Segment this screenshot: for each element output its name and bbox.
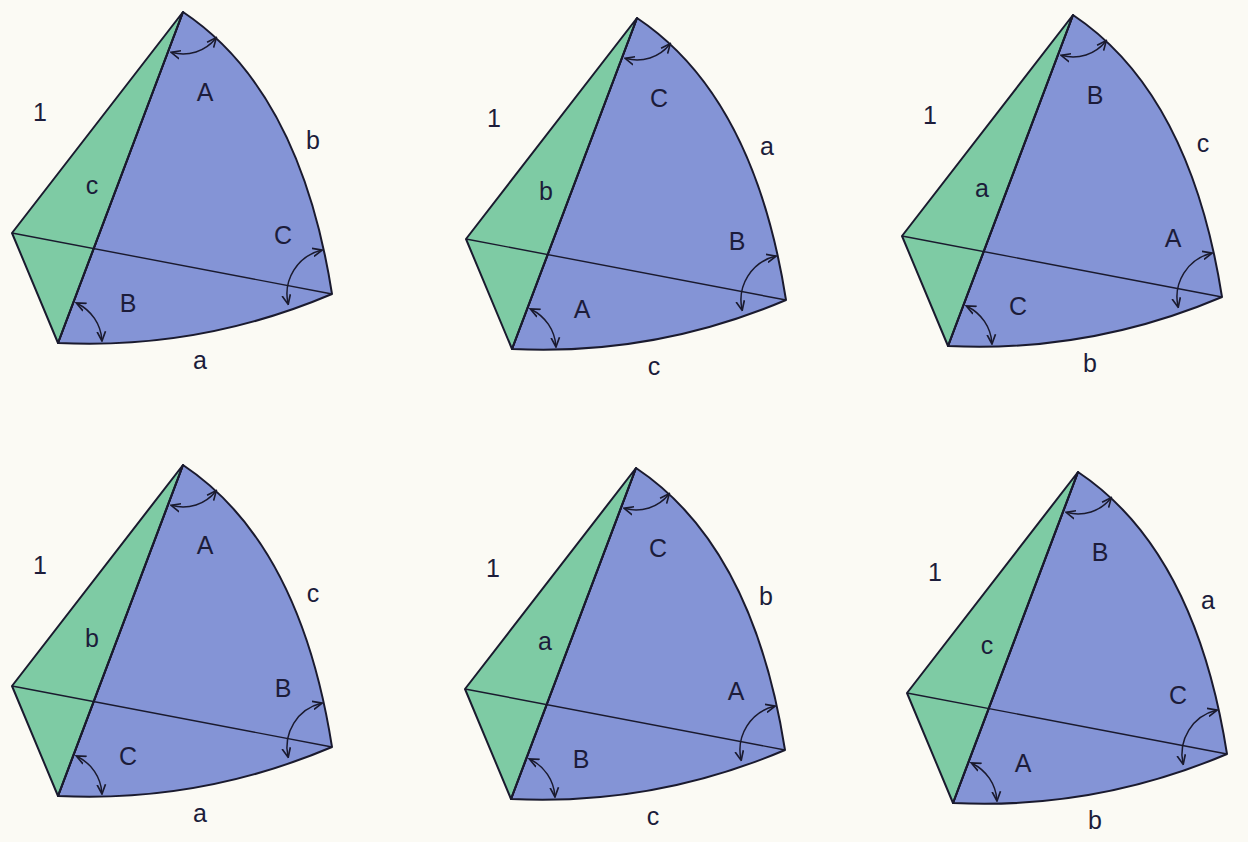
side-label: c <box>1197 131 1210 156</box>
side-label: a <box>1201 588 1215 613</box>
angle-mark <box>967 306 992 342</box>
spherical-triangle-figure <box>902 15 1222 347</box>
angle-mark <box>530 759 555 795</box>
angle-mark <box>741 256 775 309</box>
plane-face <box>907 472 1078 803</box>
angle-mark <box>1067 498 1111 514</box>
side-label: a <box>975 176 989 201</box>
angle-label: B <box>573 747 590 772</box>
side-label: b <box>1083 351 1097 376</box>
angle-mark <box>1177 253 1211 306</box>
edge-line <box>511 468 636 799</box>
angle-label: C <box>119 744 137 769</box>
angle-mark <box>77 756 102 792</box>
side-label: b <box>539 179 553 204</box>
angle-label: B <box>1087 83 1104 108</box>
unit-label: 1 <box>33 553 47 578</box>
side-label: c <box>86 173 99 198</box>
angle-mark <box>531 309 556 345</box>
side-label: a <box>760 134 774 159</box>
side-label: c <box>307 581 320 606</box>
unit-label: 1 <box>487 106 501 131</box>
spherical-triangle-figure <box>12 465 332 797</box>
angle-mark <box>740 706 774 759</box>
angle-mark <box>287 250 321 303</box>
edge-line <box>948 15 1073 346</box>
side-label: a <box>193 801 207 826</box>
angle-mark <box>287 703 321 756</box>
angle-label: A <box>574 297 591 322</box>
spherical-triangle-figure <box>466 18 786 350</box>
angle-mark <box>1062 41 1106 57</box>
angle-label: C <box>1169 683 1187 708</box>
side-label: c <box>647 804 660 829</box>
angle-mark <box>172 491 216 507</box>
angle-label: B <box>729 229 746 254</box>
angle-label: A <box>728 679 745 704</box>
spherical-triangle-figure <box>465 468 785 800</box>
angle-label: A <box>1015 751 1032 776</box>
side-label: c <box>648 354 661 379</box>
side-label: b <box>759 584 773 609</box>
angle-mark <box>626 44 670 60</box>
plane-face <box>12 12 183 343</box>
plane-face <box>465 468 636 799</box>
angle-label: C <box>1009 294 1027 319</box>
angle-label: A <box>197 80 214 105</box>
spherical-triangle-figure <box>907 472 1227 804</box>
unit-label: 1 <box>928 560 942 585</box>
angle-label: C <box>649 536 667 561</box>
spherical-triangle-figure <box>12 12 332 344</box>
edge-line <box>512 18 637 349</box>
plane-face <box>466 18 637 349</box>
angle-mark <box>77 303 102 339</box>
unit-label: 1 <box>33 100 47 125</box>
angle-label: B <box>120 291 137 316</box>
angle-mark <box>172 38 216 54</box>
side-label: b <box>1088 808 1102 833</box>
plane-face <box>902 15 1073 346</box>
side-label: c <box>981 633 994 658</box>
angle-label: A <box>1165 226 1182 251</box>
edge-line <box>58 12 183 343</box>
unit-label: 1 <box>923 103 937 128</box>
edge-line <box>58 465 183 796</box>
angle-label: B <box>1092 540 1109 565</box>
angle-label: C <box>650 86 668 111</box>
side-label: b <box>306 128 320 153</box>
side-label: a <box>193 348 207 373</box>
side-label: b <box>85 626 99 651</box>
edge-line <box>953 472 1078 803</box>
angle-label: C <box>274 223 292 248</box>
angle-label: B <box>275 676 292 701</box>
angle-mark <box>972 763 997 799</box>
unit-label: 1 <box>486 556 500 581</box>
plane-face <box>12 465 183 796</box>
angle-mark <box>1182 710 1216 763</box>
angle-label: A <box>197 533 214 558</box>
side-label: a <box>538 629 552 654</box>
angle-mark <box>625 494 669 510</box>
